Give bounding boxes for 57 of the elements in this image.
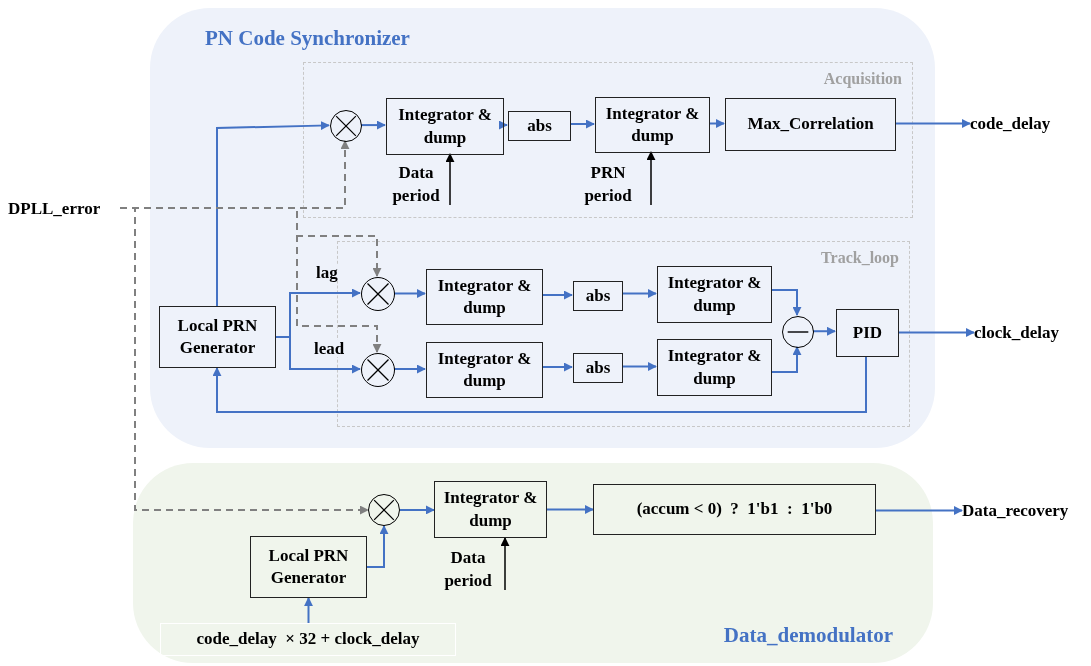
process-box: Local PRN Generator — [250, 536, 367, 598]
edge-label: lead — [312, 340, 347, 357]
signal-label: Data_recovery — [962, 500, 1086, 521]
process-box: (accum < 0) ? 1'b1 : 1'b0 — [593, 484, 876, 535]
arrow — [894, 119, 971, 128]
period-label: PRN period — [583, 162, 633, 207]
arrow — [770, 289, 802, 316]
signal-label: clock_delay — [974, 322, 1079, 343]
arrow — [646, 151, 656, 206]
arrow — [445, 153, 455, 206]
arrow — [500, 537, 510, 591]
arrow — [498, 120, 508, 130]
arrow — [770, 346, 802, 373]
arrow — [569, 119, 595, 129]
arrow — [304, 597, 313, 624]
signal-label: DPLL_error — [8, 198, 120, 219]
process-box: code_delay × 32 + clock_delay — [160, 623, 456, 656]
region-panel — [133, 463, 933, 663]
process-box: Local PRN Generator — [159, 306, 276, 368]
process-box: PID — [836, 309, 899, 357]
arrow — [621, 362, 657, 371]
arrow — [708, 119, 725, 128]
period-label: Data period — [443, 547, 493, 592]
region-title: PN Code Synchronizer — [205, 25, 410, 52]
region-panel — [150, 8, 935, 448]
arrow — [541, 362, 573, 372]
group-title: Track_loop — [821, 248, 899, 269]
arrow — [875, 506, 963, 515]
arrow — [393, 289, 426, 298]
process-box: Integrator & dump — [657, 266, 772, 323]
arrow — [366, 525, 389, 568]
process-box: Integrator & dump — [657, 339, 772, 396]
process-box: Integrator & dump — [595, 97, 710, 153]
arrow — [541, 290, 573, 300]
process-box: abs — [573, 281, 623, 311]
arrow — [812, 326, 836, 336]
arrow — [546, 505, 594, 514]
arrow — [212, 355, 867, 413]
process-box: abs — [573, 353, 623, 383]
signal-label: code_delay — [970, 113, 1070, 134]
arrow — [399, 505, 435, 515]
arrow — [360, 120, 386, 130]
arrow — [393, 364, 426, 374]
process-box: Integrator & dump — [386, 98, 504, 155]
group-frame — [303, 62, 913, 218]
region-title: Data_demodulator — [723, 621, 893, 649]
arrow — [216, 121, 330, 307]
process-box: Integrator & dump — [434, 481, 547, 538]
process-box: abs — [508, 111, 571, 141]
arrow — [621, 289, 657, 298]
edge-label: lag — [314, 264, 340, 281]
process-box: Integrator & dump — [426, 342, 543, 398]
period-label: Data period — [391, 162, 441, 207]
process-box: Integrator & dump — [426, 269, 543, 325]
arrow — [897, 328, 975, 337]
group-title: Acquisition — [823, 69, 902, 90]
process-box: Max_Correlation — [725, 98, 896, 151]
